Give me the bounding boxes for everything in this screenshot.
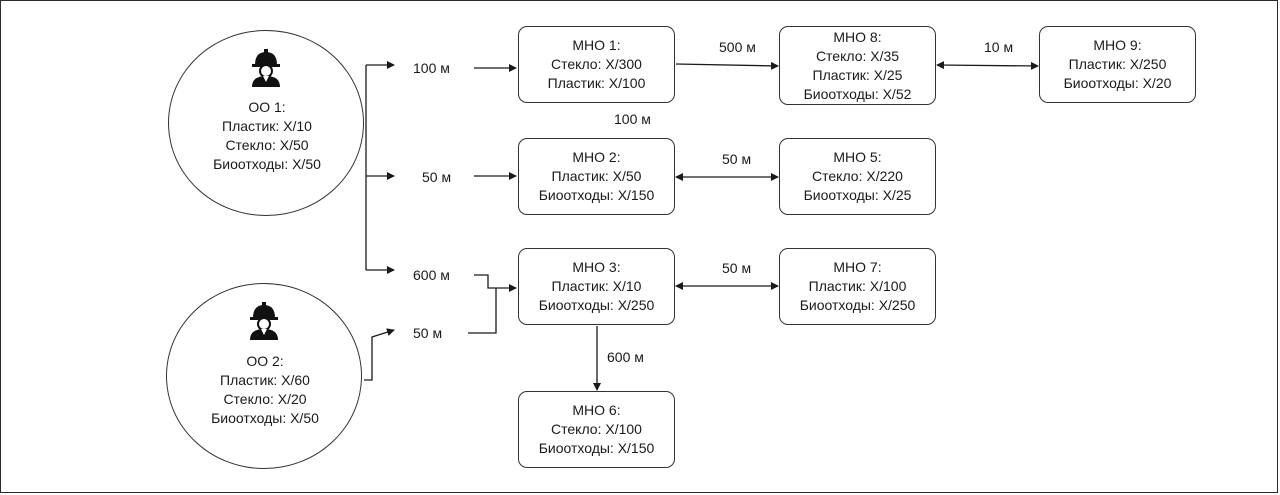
- arrow-600-to-mno3: [474, 274, 517, 292]
- distance-mno2-mno5: 50 м: [722, 151, 752, 167]
- node-mno8-line-3: Биоотходы: X/52: [803, 85, 912, 102]
- arrow-50b-to-mno3: [468, 288, 497, 334]
- source-oo2-title: ОО 2:: [246, 353, 284, 369]
- node-mno1-title: МНО 1:: [572, 37, 621, 53]
- node-mno3-line-2: Биоотходы: X/250: [538, 297, 655, 313]
- worker-icon: [250, 302, 278, 340]
- distance-oo1-mno1: 100 м: [413, 60, 450, 76]
- source-oo2-line-2: Стекло: X/20: [223, 391, 307, 407]
- node-mno6[interactable]: МНО 6: Стекло: X/100 Биоотходы: X/150: [518, 391, 675, 468]
- node-mno8-title: МНО 8:: [833, 28, 882, 45]
- source-oo2[interactable]: ОО 2: Пластик: X/60 Стекло: X/20 Биоотхо…: [166, 283, 362, 469]
- node-mno1-line-2: Пластик: X/100: [547, 75, 646, 91]
- node-mno6-line-1: Стекло: X/100: [551, 421, 642, 437]
- node-mno5-line-2: Биоотходы: X/25: [803, 187, 912, 203]
- arrow-oo2-to-50: [364, 328, 395, 381]
- node-mno7-title: МНО 7:: [833, 259, 882, 275]
- distance-mno1-mno2: 100 м: [614, 111, 651, 127]
- node-mno3-title: МНО 3:: [572, 259, 621, 275]
- node-mno8-line-2: Пластик: X/25: [812, 66, 903, 83]
- node-mno1-line-1: Стекло: X/300: [551, 56, 642, 72]
- node-mno1[interactable]: МНО 1: Стекло: X/300 Пластик: X/100: [518, 26, 675, 103]
- arrow-mno1-to-mno8: [675, 61, 779, 70]
- source-oo2-line-3: Биоотходы: X/50: [211, 410, 319, 426]
- node-mno8-line-1: Стекло: X/35: [815, 47, 900, 64]
- distance-mno1-mno8: 500 м: [719, 39, 756, 55]
- node-mno5-title: МНО 5:: [833, 149, 882, 165]
- node-mno2-title: МНО 2:: [572, 149, 621, 165]
- node-mno8[interactable]: МНО 8: Стекло: X/35 Пластик: X/25 Биоотх…: [779, 26, 936, 105]
- node-mno9-line-2: Биоотходы: X/20: [1063, 75, 1172, 91]
- source-oo1-line-2: Стекло: X/50: [225, 137, 309, 153]
- node-mno2[interactable]: МНО 2: Пластик: X/50 Биоотходы: X/150: [518, 138, 675, 215]
- node-mno7-line-2: Биоотходы: X/250: [799, 297, 916, 313]
- arrow-mno8-mno9: [936, 61, 1039, 70]
- source-oo1-line-3: Биоотходы: X/50: [213, 156, 321, 172]
- node-mno5-line-1: Стекло: X/220: [812, 168, 903, 184]
- node-mno9[interactable]: МНО 9: Пластик: X/250 Биоотходы: X/20: [1039, 26, 1196, 103]
- source-oo1[interactable]: ОО 1: Пластик: X/10 Стекло: X/50 Биоотхо…: [168, 30, 364, 216]
- node-mno9-line-1: Пластик: X/250: [1068, 56, 1167, 72]
- distance-mno3-mno6: 600 м: [607, 349, 644, 365]
- source-oo1-title: ОО 1:: [248, 99, 286, 115]
- node-mno3-line-1: Пластик: X/10: [551, 278, 642, 294]
- distance-oo2-mno3: 50 м: [413, 325, 443, 341]
- node-mno7-line-1: Пластик: X/100: [808, 278, 907, 294]
- distance-oo1-mno3: 600 м: [413, 267, 450, 283]
- distance-oo1-mno2: 50 м: [422, 169, 452, 185]
- distance-mno8-mno9: 10 м: [984, 39, 1014, 55]
- node-mno5[interactable]: МНО 5: Стекло: X/220 Биоотходы: X/25: [779, 138, 936, 215]
- node-mno7[interactable]: МНО 7: Пластик: X/100 Биоотходы: X/250: [779, 248, 936, 325]
- worker-icon: [252, 49, 280, 87]
- node-mno6-line-2: Биоотходы: X/150: [538, 440, 655, 456]
- node-mno3[interactable]: МНО 3: Пластик: X/10 Биоотходы: X/250: [518, 248, 675, 325]
- source-oo1-line-1: Пластик: X/10: [222, 118, 312, 134]
- node-mno2-line-1: Пластик: X/50: [551, 168, 642, 184]
- node-mno6-title: МНО 6:: [572, 402, 621, 418]
- distance-mno3-mno7: 50 м: [722, 260, 752, 276]
- node-mno2-line-2: Биоотходы: X/150: [538, 187, 655, 203]
- source-oo2-line-1: Пластик: X/60: [220, 372, 310, 388]
- node-mno9-title: МНО 9:: [1093, 37, 1142, 53]
